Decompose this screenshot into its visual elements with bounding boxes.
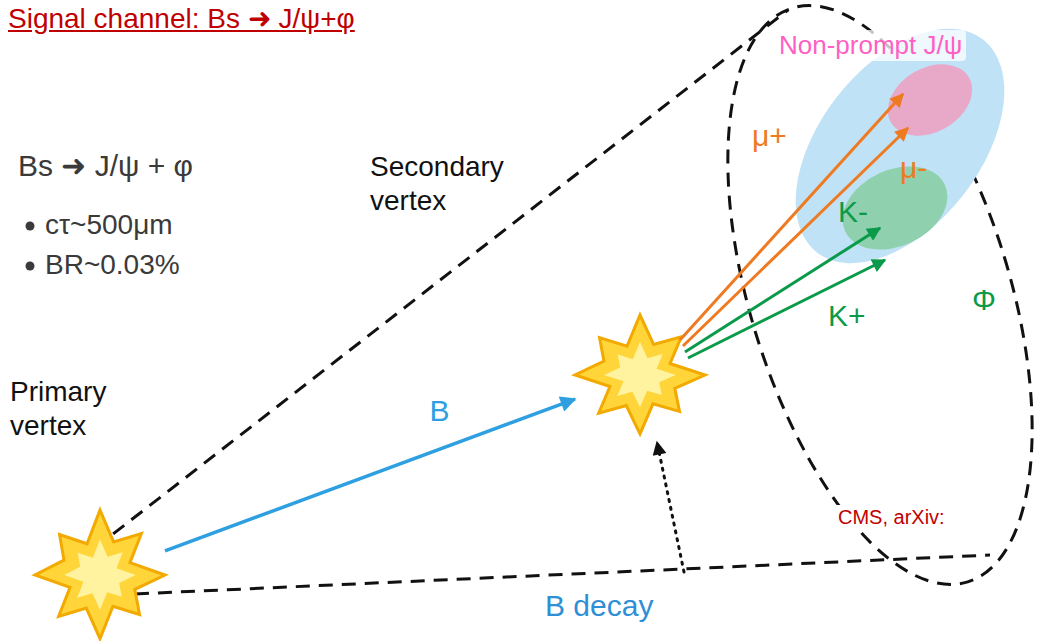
decay-formula: Bs ➜ J/ψ + φ xyxy=(18,148,193,184)
jpsi-region: Non-prompt J/ψ xyxy=(795,28,1005,264)
node-label: Secondary vertex xyxy=(370,150,530,217)
bullet-dot xyxy=(26,262,35,271)
node-label: Primary vertex xyxy=(10,375,140,442)
slide-title: Signal channel: Bs ➜ J/ψ+φ xyxy=(8,2,355,36)
vertex-core xyxy=(64,539,136,610)
decay-label: B decay xyxy=(545,588,653,624)
particle-label: B xyxy=(426,393,452,429)
vertex-star xyxy=(35,510,165,640)
primary-vertex: Primary vertex xyxy=(35,510,165,640)
cone-ellipse xyxy=(668,0,1038,620)
branching-ratio-note: BR~0.03% xyxy=(45,248,180,282)
kaon-track xyxy=(685,228,880,352)
cone-line xyxy=(95,10,788,548)
region-ellipse xyxy=(795,28,1005,264)
muon-track xyxy=(680,94,903,340)
bullet-dot xyxy=(26,222,35,231)
leader-arrow xyxy=(657,442,684,572)
kaon-track xyxy=(688,260,885,358)
muon-track xyxy=(683,128,908,346)
cone-line xyxy=(112,555,990,595)
vertex-star xyxy=(575,315,705,434)
node-label: Non-prompt J/ψ xyxy=(775,30,966,61)
momentum-arrow xyxy=(165,399,575,551)
citation-note: CMS, arXiv: xyxy=(835,505,948,529)
muon-ellipse xyxy=(875,50,985,150)
vertex-core xyxy=(604,342,676,407)
vertex-star xyxy=(35,510,165,639)
particle-label: K+ xyxy=(828,298,866,334)
particle-label: Φ xyxy=(972,282,996,318)
kaon-ellipse xyxy=(829,150,961,265)
lifetime-note: cτ~500μm xyxy=(45,208,173,242)
secondary-vertex: Secondary vertex xyxy=(575,315,705,435)
jpsi-ellipse xyxy=(754,0,1038,302)
vertex-star xyxy=(575,315,705,435)
particle-label: μ+ xyxy=(752,118,787,154)
